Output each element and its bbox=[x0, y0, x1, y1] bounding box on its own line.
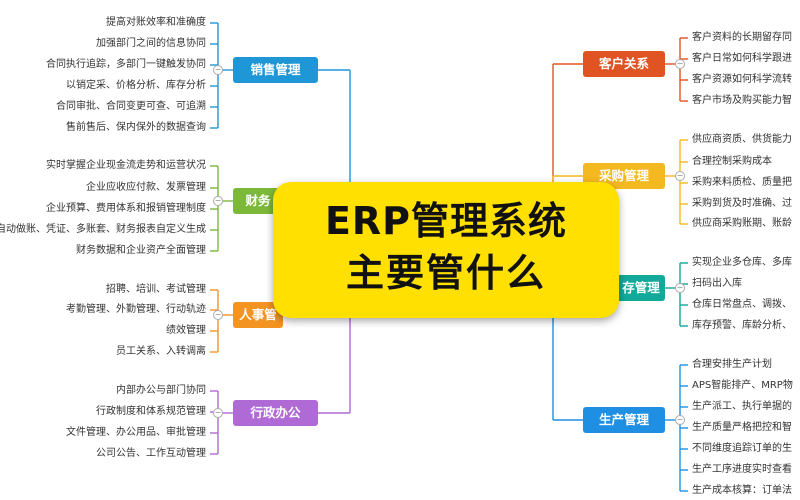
collapse-toggle-sales[interactable]: − bbox=[213, 65, 223, 75]
leaf-item[interactable]: 文件管理、办公用品、审批管理 bbox=[66, 427, 206, 438]
leaf-item[interactable]: 招聘、培训、考试管理 bbox=[106, 284, 206, 295]
leaf-item[interactable]: 客户市场及购买能力智 bbox=[692, 95, 792, 106]
branch-inventory[interactable]: 存管理 bbox=[617, 275, 665, 301]
leaf-item[interactable]: 生产质量严格把控和智 bbox=[692, 422, 792, 433]
leaf-item[interactable]: APS智能排产、MRP物 bbox=[692, 380, 793, 391]
central-topic-line1: ERP管理系统 bbox=[324, 199, 568, 243]
collapse-toggle-purchase[interactable]: − bbox=[675, 171, 685, 181]
leaf-item[interactable]: 采购来料质检、质量把 bbox=[692, 177, 792, 188]
leaf-item[interactable]: 内部办公与部门协同 bbox=[116, 385, 206, 396]
leaf-item[interactable]: 公司公告、工作互动管理 bbox=[96, 448, 206, 459]
leaf-item[interactable]: 行政制度和体系规范管理 bbox=[96, 406, 206, 417]
collapse-toggle-inventory[interactable]: − bbox=[675, 283, 685, 293]
leaf-item[interactable]: 合同审批、合同变更可查、可追溯 bbox=[56, 101, 206, 112]
leaf-item[interactable]: 加强部门之间的信息协同 bbox=[96, 38, 206, 49]
leaf-item[interactable]: 合理安排生产计划 bbox=[692, 359, 772, 370]
branch-production[interactable]: 生产管理 bbox=[583, 407, 665, 433]
branch-sales[interactable]: 销售管理 bbox=[233, 57, 318, 83]
leaf-item[interactable]: 客户日常如何科学跟进 bbox=[692, 53, 792, 64]
leaf-item[interactable]: 客户资源如何科学流转 bbox=[692, 74, 792, 85]
leaf-item[interactable]: 合理控制采购成本 bbox=[692, 156, 772, 167]
leaf-item[interactable]: 生产工序进度实时查看 bbox=[692, 464, 792, 475]
leaf-item[interactable]: 生产成本核算：订单法 bbox=[692, 485, 792, 496]
leaf-item[interactable]: 自动做账、凭证、多账套、财务报表自定义生成 bbox=[0, 224, 206, 235]
leaf-item[interactable]: 实现企业多仓库、多库 bbox=[692, 257, 792, 268]
leaf-item[interactable]: 财务数据和企业资产全面管理 bbox=[76, 245, 206, 256]
leaf-item[interactable]: 员工关系、入转调离 bbox=[116, 346, 206, 357]
collapse-toggle-production[interactable]: − bbox=[675, 415, 685, 425]
collapse-toggle-finance[interactable]: − bbox=[213, 196, 223, 206]
leaf-item[interactable]: 库存预警、库龄分析、 bbox=[692, 320, 792, 331]
leaf-item[interactable]: 供应商采购账期、账龄 bbox=[692, 218, 792, 229]
leaf-item[interactable]: 以销定采、价格分析、库存分析 bbox=[66, 80, 206, 91]
branch-customer[interactable]: 客户关系 bbox=[583, 51, 665, 77]
leaf-item[interactable]: 售前售后、保内保外的数据查询 bbox=[66, 122, 206, 133]
leaf-item[interactable]: 仓库日常盘点、调拨、 bbox=[692, 299, 792, 310]
collapse-toggle-admin[interactable]: − bbox=[213, 408, 223, 418]
collapse-toggle-hr[interactable]: − bbox=[213, 310, 223, 320]
leaf-item[interactable]: 实时掌握企业现金流走势和运营状况 bbox=[46, 160, 206, 171]
leaf-item[interactable]: 企业预算、费用体系和报销管理制度 bbox=[46, 203, 206, 214]
leaf-item[interactable]: 不同维度追踪订单的生 bbox=[692, 443, 792, 454]
leaf-item[interactable]: 生产派工、执行单据的 bbox=[692, 401, 792, 412]
leaf-item[interactable]: 客户资料的长期留存同 bbox=[692, 32, 792, 43]
central-topic: ERP管理系统 主要管什么 bbox=[273, 182, 619, 318]
leaf-item[interactable]: 扫码出入库 bbox=[692, 278, 742, 289]
leaf-item[interactable]: 考勤管理、外勤管理、行动轨迹 bbox=[66, 304, 206, 315]
leaf-item[interactable]: 提高对账效率和准确度 bbox=[106, 17, 206, 28]
leaf-item[interactable]: 供应商资质、供货能力 bbox=[692, 134, 792, 145]
leaf-item[interactable]: 绩效管理 bbox=[166, 325, 206, 336]
collapse-toggle-customer[interactable]: − bbox=[675, 59, 685, 69]
leaf-item[interactable]: 采购到货及时准确、过 bbox=[692, 198, 792, 209]
leaf-item[interactable]: 合同执行追踪，多部门一键触发协同 bbox=[46, 59, 206, 70]
branch-admin[interactable]: 行政办公 bbox=[233, 400, 318, 426]
central-topic-line2: 主要管什么 bbox=[345, 251, 546, 295]
leaf-item[interactable]: 企业应收应付款、发票管理 bbox=[86, 182, 206, 193]
